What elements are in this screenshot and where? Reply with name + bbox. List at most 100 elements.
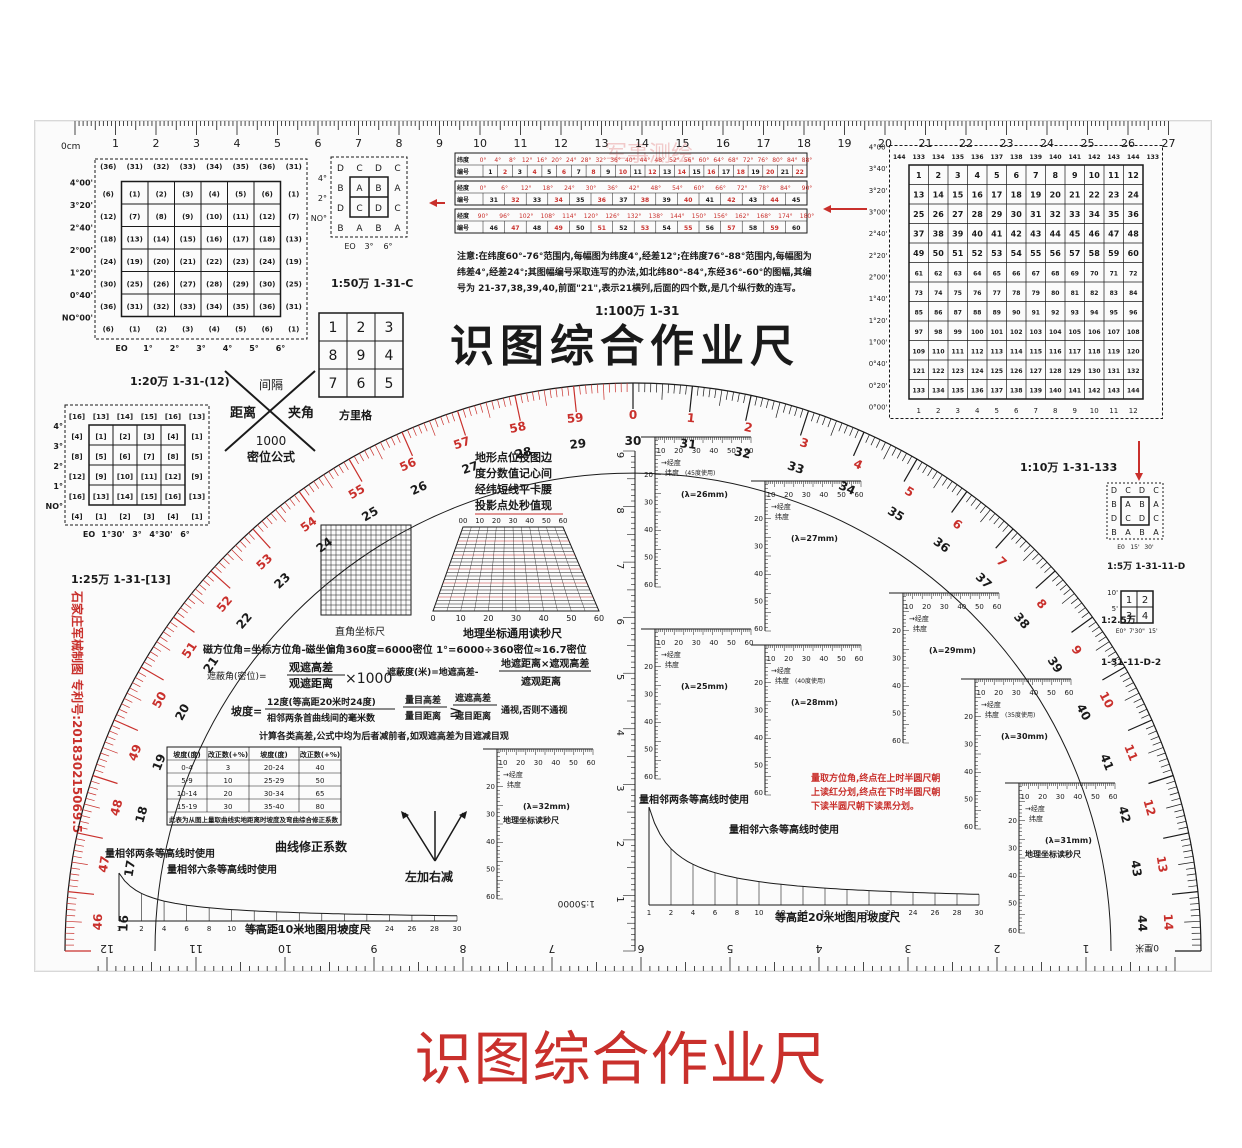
- table-cell: 3: [226, 764, 230, 772]
- protractor-tick: [380, 442, 385, 451]
- density-bottom-2: 密位公式: [247, 449, 295, 464]
- geo-bottom-label: 30: [511, 614, 521, 623]
- protractor-tick: [998, 520, 1005, 529]
- grid-250k-cell: [2]: [119, 433, 130, 441]
- million-band-value: 72°: [737, 185, 748, 192]
- protractor-tick: [1044, 566, 1052, 573]
- grid-250k-cell: [13]: [93, 413, 109, 421]
- reader-8-vlabel: 50: [486, 866, 495, 874]
- grid-200k-cell: (10): [206, 213, 222, 221]
- protractor-tick: [881, 442, 886, 451]
- protractor-tick: [942, 477, 948, 486]
- grid-100k-lat: 1°40': [869, 295, 888, 303]
- protractor-inner-label: 19: [150, 752, 169, 773]
- protractor-tick: [121, 703, 130, 709]
- million-band-num: 41: [706, 197, 714, 204]
- million-band-num: 17: [722, 169, 730, 176]
- vruler-label: 4: [614, 730, 625, 736]
- protractor-tick: [1061, 593, 1075, 604]
- grid-100k-cell: 93: [1071, 310, 1079, 317]
- protractor-tick: [520, 394, 523, 404]
- protractor-inner-label: 42: [1115, 805, 1133, 825]
- million-band-value: 48°: [650, 185, 661, 192]
- million-band-value: 8°: [509, 157, 516, 164]
- million-band-value: 24°: [564, 185, 575, 192]
- grid-100k-cell: 137: [990, 388, 1003, 395]
- grid-200k-cell: (18): [259, 236, 275, 244]
- grid-100k-cell: 121: [912, 368, 925, 375]
- million-band-num: 37: [619, 197, 627, 204]
- protractor-tick: [946, 481, 953, 489]
- grid-200k-cell: (3): [182, 191, 193, 199]
- formula-2-bottom: 观遮距离: [289, 676, 333, 690]
- protractor-tick: [328, 471, 334, 480]
- geo-trapezoid-vline: [512, 526, 517, 612]
- protractor-tick: [1152, 741, 1162, 746]
- million-band-num: 21: [781, 169, 789, 176]
- protractor-tick: [979, 505, 987, 514]
- coord-ruler-label: 直角坐标尺: [335, 625, 385, 638]
- map-tip-line-3: 经纬短线平卡腰: [475, 482, 552, 496]
- square-grid-cell: 1: [329, 320, 338, 336]
- protractor-tick: [1107, 651, 1116, 657]
- grid-100k-cell: 141: [1068, 388, 1081, 395]
- grid-200k-cell: (1): [288, 326, 299, 334]
- protractor-tick: [239, 540, 247, 548]
- formula-5-a: 量目高差: [405, 694, 441, 706]
- ruler-title: 识图综合作业尺: [450, 321, 800, 372]
- protractor-tick: [89, 786, 99, 790]
- geo-top-label: 40: [525, 517, 534, 525]
- grid-100k-cell: 114: [1010, 349, 1023, 356]
- million-band-num: 18: [737, 169, 745, 176]
- grid-100k-cell: 129: [1068, 368, 1081, 375]
- reader-2-hlabel: 20: [784, 491, 793, 499]
- grid-100k-cell: 125: [990, 368, 1003, 375]
- grid-50k-cell: C: [1153, 514, 1159, 523]
- grid-200k-cell: (2): [156, 191, 167, 199]
- protractor-tick: [468, 407, 472, 417]
- protractor-tick: [333, 468, 339, 477]
- grid-100k-cell: 19: [1030, 191, 1042, 200]
- protractor-tick: [661, 383, 664, 400]
- reader-4-vlabel: 60: [754, 789, 763, 797]
- bottom-scale-label: 2: [994, 942, 1001, 955]
- protractor-tick: [543, 389, 547, 406]
- grid-50k-cell: B: [1139, 500, 1145, 509]
- reader-8-vlabel: 30: [486, 811, 495, 819]
- protractor-tick: [685, 385, 687, 395]
- grid-100k-top: 137: [990, 154, 1003, 161]
- grid-100k-top: 135: [951, 154, 964, 161]
- million-band-num: 4: [532, 169, 536, 176]
- left-vertical-text: 石家庄军械制图 专利号:201830215069.5: [70, 590, 85, 833]
- protractor-tick: [72, 855, 82, 859]
- protractor-tick: [1023, 549, 1035, 561]
- slope10-label: 等高距10米地图用坡度尺: [244, 922, 370, 936]
- reader-6-lambda: (λ=30mm): [1001, 732, 1048, 741]
- top-scale-label: 25: [1081, 137, 1095, 150]
- table-cell: 15-19: [177, 803, 197, 811]
- grid-200k-cell: (3): [182, 326, 193, 334]
- protractor-tick: [451, 412, 456, 422]
- grid-100k-top: 140: [1049, 154, 1062, 161]
- grid-100k-cell: 111: [951, 349, 964, 356]
- protractor-inner-label: 29: [569, 436, 587, 452]
- grid-25k-label-2: 1-31-11-D-2: [1101, 658, 1161, 668]
- grid-200k-cell: (1): [129, 326, 140, 334]
- protractor-tick: [150, 651, 159, 657]
- slope20-label: 16: [821, 909, 830, 917]
- protractor-tick: [1180, 838, 1190, 841]
- million-band-num: 39: [662, 197, 670, 204]
- reader-2-vlabel: 30: [754, 543, 763, 551]
- protractor-inner-label: 35: [885, 504, 907, 525]
- geo-bottom-label: 50: [566, 614, 576, 623]
- top-scale-label: 24: [1040, 137, 1054, 150]
- protractor-inner-label: 16: [116, 915, 131, 932]
- grid-100k-cell: 123: [951, 368, 964, 375]
- grid-500k-lat: 2°: [318, 194, 327, 203]
- density-right: 夹角: [288, 405, 314, 421]
- grid-100k-cell: 47: [1108, 230, 1119, 239]
- reader-1-lat: 纬度: [665, 468, 679, 477]
- million-band-num: 48: [533, 225, 541, 232]
- reader-2-hlabel: 40: [819, 491, 828, 499]
- million-band-value: 72°: [743, 157, 754, 164]
